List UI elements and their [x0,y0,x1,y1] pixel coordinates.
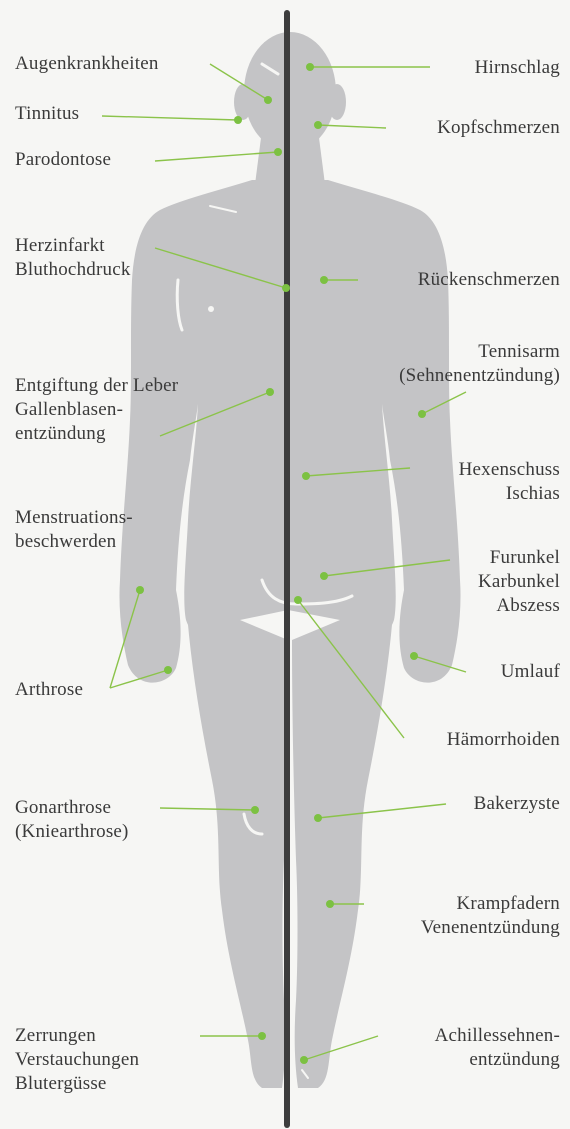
label-line: Krampfadern [421,892,560,916]
label-line: Rückenschmerzen [418,268,560,292]
label-tinnitus: Tinnitus [15,102,79,126]
label-line: Bakerzyste [474,792,560,816]
marker-dot-hirnschlag [306,63,314,71]
marker-dot-rueckenschmerzen [320,276,328,284]
label-line: Hämorrhoiden [447,728,560,752]
marker-dot-tennisarm [418,410,426,418]
right-leg [292,600,394,1088]
label-line: Zerrungen [15,1024,139,1048]
label-line: Ischias [459,482,560,506]
marker-dot-achillessehne [300,1056,308,1064]
label-line: Achillessehnen- [435,1024,560,1048]
label-line: Verstauchungen [15,1048,139,1072]
label-achillessehne: Achillessehnen-entzündung [435,1024,560,1072]
marker-dot-kopfschmerzen [314,121,322,129]
label-line: Herzinfarkt [15,234,131,258]
label-tennisarm: Tennisarm(Sehnenentzündung) [399,340,560,388]
label-bakerzyste: Bakerzyste [474,792,560,816]
label-line: Menstruations- [15,506,133,530]
label-line: Karbunkel [478,570,560,594]
label-line: entzündung [435,1048,560,1072]
marker-dot-gonarthrose [251,806,259,814]
label-line: Tennisarm [399,340,560,364]
label-line: Abszess [478,594,560,618]
marker-dot-krampfadern [326,900,334,908]
label-arthrose: Arthrose [15,678,83,702]
leader-line-tinnitus [102,116,238,120]
label-line: Gonarthrose [15,796,129,820]
label-line: Arthrose [15,678,83,702]
marker-dot-haemorrhoiden [294,596,302,604]
label-line: Kopfschmerzen [437,116,560,140]
nipple [208,306,214,312]
left-leg [186,600,288,1088]
label-gonarthrose: Gonarthrose(Kniearthrose) [15,796,129,844]
label-rueckenschmerzen: Rückenschmerzen [418,268,560,292]
label-line: Venenentzündung [421,916,560,940]
marker-dot-augenkrankheiten [264,96,272,104]
marker-dot-umlauf [410,652,418,660]
label-hirnschlag: Hirnschlag [475,56,560,80]
label-line: Hexenschuss [459,458,560,482]
label-line: Tinnitus [15,102,79,126]
ear-right [328,84,346,120]
label-line: beschwerden [15,530,133,554]
label-haemorrhoiden: Hämorrhoiden [447,728,560,752]
marker-dot-zerrungen [258,1032,266,1040]
marker-dot-leber [266,388,274,396]
marker-dot-hexenschuss [302,472,310,480]
marker-dot-parodontose [274,148,282,156]
marker-dot-bakerzyste [314,814,322,822]
label-line: Hirnschlag [475,56,560,80]
label-line: Furunkel [478,546,560,570]
label-umlauf: Umlauf [501,660,560,684]
label-line: Umlauf [501,660,560,684]
label-augenkrankheiten: Augenkrankheiten [15,52,159,76]
label-line: Blutergüsse [15,1072,139,1096]
label-parodontose: Parodontose [15,148,111,172]
marker-dot-arthrose [164,666,172,674]
label-line: Bluthochdruck [15,258,131,282]
marker-dot-arthrose [136,586,144,594]
center-line [284,10,290,1128]
label-line: Gallenblasen- [15,398,178,422]
leader-line-kopfschmerzen [318,125,386,128]
label-line: (Kniearthrose) [15,820,129,844]
marker-dot-furunkel [320,572,328,580]
label-line: entzündung [15,422,178,446]
label-line: Augenkrankheiten [15,52,159,76]
marker-dot-tinnitus [234,116,242,124]
label-menstruation: Menstruations-beschwerden [15,506,133,554]
label-line: Parodontose [15,148,111,172]
ear-left [234,84,252,120]
label-line: (Sehnenentzündung) [399,364,560,388]
label-kopfschmerzen: Kopfschmerzen [437,116,560,140]
marker-dot-herzinfarkt [282,284,290,292]
label-line: Entgiftung der Leber [15,374,178,398]
